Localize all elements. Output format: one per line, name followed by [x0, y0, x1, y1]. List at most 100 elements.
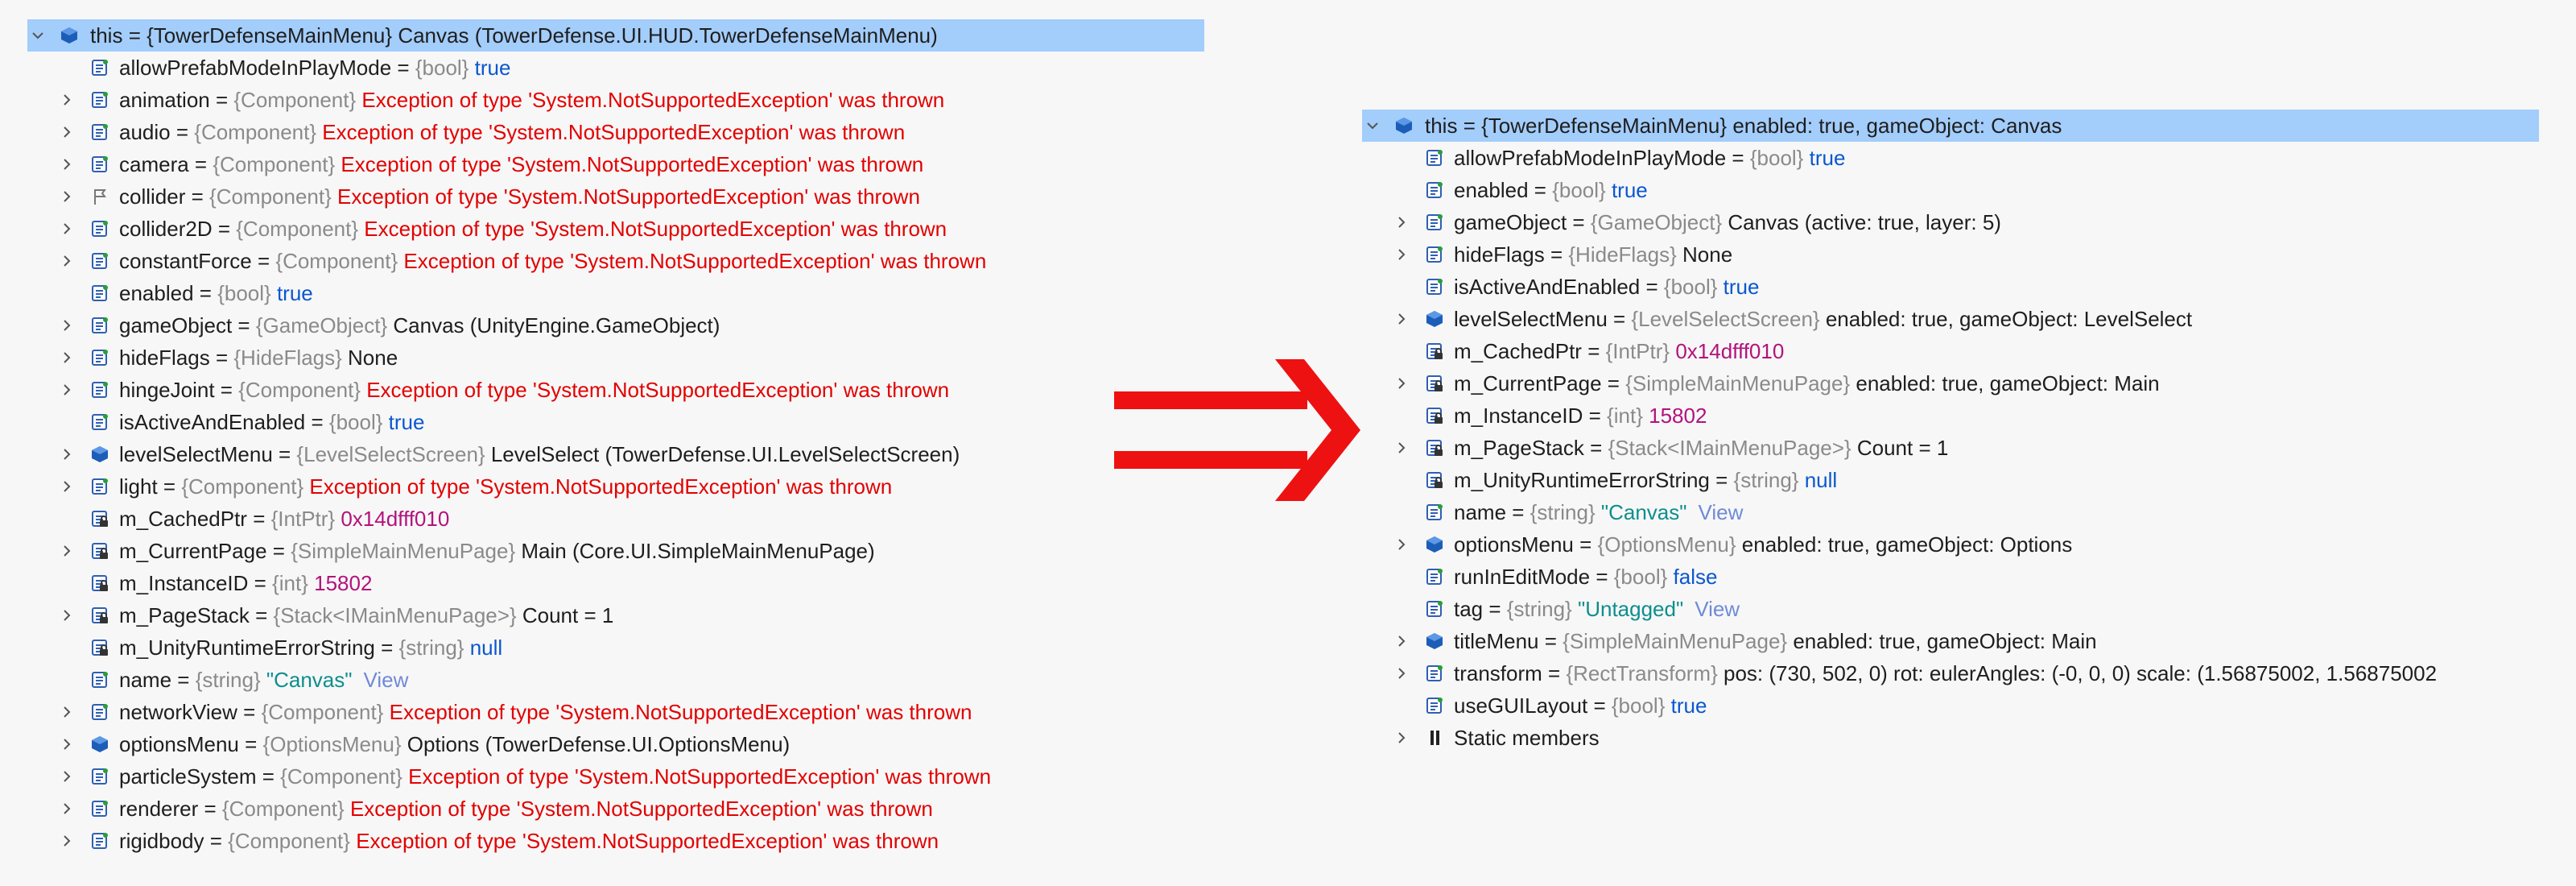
tree-row-particleSystem[interactable]: particleSystem = {Component} Exception o… — [27, 760, 1204, 793]
tree-row-m_UnityRuntimeErrorString[interactable]: m_UnityRuntimeErrorString = {string} nul… — [27, 631, 1204, 664]
tree-row-m_PageStack[interactable]: m_PageStack = {Stack<IMainMenuPage>} Cou… — [27, 599, 1204, 631]
field-name: isActiveAndEnabled — [1454, 275, 1641, 299]
chevron-right-icon[interactable] — [58, 342, 76, 374]
view-link[interactable]: View — [1695, 597, 1740, 621]
chevron-down-icon[interactable] — [1364, 110, 1381, 142]
chevron-right-icon[interactable] — [58, 148, 76, 180]
chevron-right-icon[interactable] — [1393, 657, 1410, 689]
field-value: Exception of type 'System.NotSupportedEx… — [361, 88, 945, 112]
view-link[interactable]: View — [1698, 500, 1744, 524]
tree-row-camera[interactable]: camera = {Component} Exception of type '… — [27, 148, 1204, 180]
tree-row-isActiveAndEnabled[interactable]: isActiveAndEnabled = {bool} true — [1362, 271, 2539, 303]
field-icon — [89, 696, 111, 728]
chevron-right-icon[interactable] — [58, 760, 76, 793]
tree-row-m_UnityRuntimeErrorString[interactable]: m_UnityRuntimeErrorString = {string} nul… — [1362, 464, 2539, 496]
tree-row-name[interactable]: name = {string} "Canvas"View — [27, 664, 1204, 696]
chevron-right-icon[interactable] — [58, 245, 76, 277]
field-name: constantForce — [119, 249, 252, 273]
tree-row-m_CurrentPage[interactable]: m_CurrentPage = {SimpleMainMenuPage} ena… — [1362, 367, 2539, 400]
tree-row-transform[interactable]: transform = {RectTransform} pos: (730, 5… — [1362, 657, 2539, 689]
chevron-right-icon[interactable] — [58, 728, 76, 760]
tree-row-runInEditMode[interactable]: runInEditMode = {bool} false — [1362, 561, 2539, 593]
chevron-right-icon[interactable] — [58, 438, 76, 470]
chevron-right-icon[interactable] — [1393, 238, 1410, 271]
tree-row-allowPrefabModeInPlayMode[interactable]: allowPrefabModeInPlayMode = {bool} true — [1362, 142, 2539, 174]
tree-row-levelSelectMenu[interactable]: levelSelectMenu = {LevelSelectScreen} en… — [1362, 303, 2539, 335]
tree-row-tag[interactable]: tag = {string} "Untagged"View — [1362, 593, 2539, 625]
chevron-right-icon[interactable] — [1393, 303, 1410, 335]
field-value: true — [1611, 178, 1648, 202]
chevron-right-icon[interactable] — [58, 374, 76, 406]
field-name: m_UnityRuntimeErrorString — [119, 636, 375, 660]
root-this-row[interactable]: this = {TowerDefenseMainMenu} enabled: t… — [1362, 110, 2539, 142]
tree-row-hideFlags[interactable]: hideFlags = {HideFlags} None — [1362, 238, 2539, 271]
tree-row-rigidbody[interactable]: rigidbody = {Component} Exception of typ… — [27, 825, 1204, 857]
root-this-row[interactable]: this = {TowerDefenseMainMenu} Canvas (To… — [27, 19, 1204, 52]
field-type: {Component} — [228, 829, 350, 853]
field-value: 15802 — [1649, 404, 1707, 428]
chevron-right-icon[interactable] — [58, 309, 76, 342]
field-name: allowPrefabModeInPlayMode — [1454, 146, 1727, 170]
tree-row-m_InstanceID[interactable]: m_InstanceID = {int} 15802 — [1362, 400, 2539, 432]
chevron-right-icon[interactable] — [58, 180, 76, 213]
field-name: light — [119, 474, 158, 499]
tree-row-titleMenu[interactable]: titleMenu = {SimpleMainMenuPage} enabled… — [1362, 625, 2539, 657]
chevron-right-icon[interactable] — [58, 84, 76, 116]
chevron-right-icon[interactable] — [1393, 432, 1410, 464]
field-value: LevelSelect (TowerDefense.UI.LevelSelect… — [490, 442, 960, 466]
chevron-right-icon[interactable] — [58, 599, 76, 631]
tree-row-useGUILayout[interactable]: useGUILayout = {bool} true — [1362, 689, 2539, 722]
field-type: {bool} — [217, 281, 271, 305]
tree-row-hingeJoint[interactable]: hingeJoint = {Component} Exception of ty… — [27, 374, 1204, 406]
tree-row-networkView[interactable]: networkView = {Component} Exception of t… — [27, 696, 1204, 728]
field-type: {HideFlags} — [233, 346, 342, 370]
tree-row-m_InstanceID[interactable]: m_InstanceID = {int} 15802 — [27, 567, 1204, 599]
tree-row-m_CachedPtr[interactable]: m_CachedPtr = {IntPtr} 0x14dfff010 — [1362, 335, 2539, 367]
field-value: null — [1804, 468, 1838, 492]
field-type: {string} — [195, 668, 261, 692]
tree-row-gameObject[interactable]: gameObject = {GameObject} Canvas (UnityE… — [27, 309, 1204, 342]
tree-row-name[interactable]: name = {string} "Canvas"View — [1362, 496, 2539, 528]
tree-row-m_CachedPtr[interactable]: m_CachedPtr = {IntPtr} 0x14dfff010 — [27, 503, 1204, 535]
tree-row-optionsMenu[interactable]: optionsMenu = {OptionsMenu} enabled: tru… — [1362, 528, 2539, 561]
tree-row-audio[interactable]: audio = {Component} Exception of type 'S… — [27, 116, 1204, 148]
chevron-right-icon[interactable] — [58, 116, 76, 148]
chevron-down-icon[interactable] — [29, 19, 47, 52]
tree-row-animation[interactable]: animation = {Component} Exception of typ… — [27, 84, 1204, 116]
field-value: true — [276, 281, 313, 305]
tree-row-allowPrefabModeInPlayMode[interactable]: allowPrefabModeInPlayMode = {bool} true — [27, 52, 1204, 84]
tree-row-levelSelectMenu[interactable]: levelSelectMenu = {LevelSelectScreen} Le… — [27, 438, 1204, 470]
tree-row-constantForce[interactable]: constantForce = {Component} Exception of… — [27, 245, 1204, 277]
chevron-right-icon[interactable] — [58, 535, 76, 567]
tree-row-light[interactable]: light = {Component} Exception of type 'S… — [27, 470, 1204, 503]
chevron-right-icon[interactable] — [1393, 367, 1410, 400]
field-value: Canvas (active: true, layer: 5) — [1728, 210, 2001, 234]
tree-row-isActiveAndEnabled[interactable]: isActiveAndEnabled = {bool} true — [27, 406, 1204, 438]
tree-row-hideFlags[interactable]: hideFlags = {HideFlags} None — [27, 342, 1204, 374]
chevron-right-icon[interactable] — [58, 825, 76, 857]
tree-row-collider2D[interactable]: collider2D = {Component} Exception of ty… — [27, 213, 1204, 245]
tree-row-enabled[interactable]: enabled = {bool} true — [27, 277, 1204, 309]
tree-row-renderer[interactable]: renderer = {Component} Exception of type… — [27, 793, 1204, 825]
field-value: Exception of type 'System.NotSupportedEx… — [366, 378, 950, 402]
row-text: m_UnityRuntimeErrorString = {string} nul… — [119, 636, 503, 660]
view-link[interactable]: View — [363, 668, 409, 692]
chevron-right-icon[interactable] — [58, 470, 76, 503]
chevron-right-icon[interactable] — [1393, 206, 1410, 238]
tree-row-optionsMenu[interactable]: optionsMenu = {OptionsMenu} Options (Tow… — [27, 728, 1204, 760]
tree-row-gameObject[interactable]: gameObject = {GameObject} Canvas (active… — [1362, 206, 2539, 238]
chevron-right-icon[interactable] — [58, 696, 76, 728]
tree-row-enabled[interactable]: enabled = {bool} true — [1362, 174, 2539, 206]
row-text: enabled = {bool} true — [1454, 178, 1648, 202]
chevron-right-icon[interactable] — [58, 793, 76, 825]
chevron-right-icon[interactable] — [1393, 722, 1410, 754]
row-text: tag = {string} "Untagged"View — [1454, 597, 1740, 621]
chevron-right-icon[interactable] — [58, 213, 76, 245]
private-field-icon — [1423, 367, 1446, 400]
chevron-right-icon[interactable] — [1393, 625, 1410, 657]
tree-row-m_PageStack[interactable]: m_PageStack = {Stack<IMainMenuPage>} Cou… — [1362, 432, 2539, 464]
chevron-right-icon[interactable] — [1393, 528, 1410, 561]
tree-row-m_CurrentPage[interactable]: m_CurrentPage = {SimpleMainMenuPage} Mai… — [27, 535, 1204, 567]
static-members-row[interactable]: Static members — [1362, 722, 2539, 754]
tree-row-collider[interactable]: collider = {Component} Exception of type… — [27, 180, 1204, 213]
